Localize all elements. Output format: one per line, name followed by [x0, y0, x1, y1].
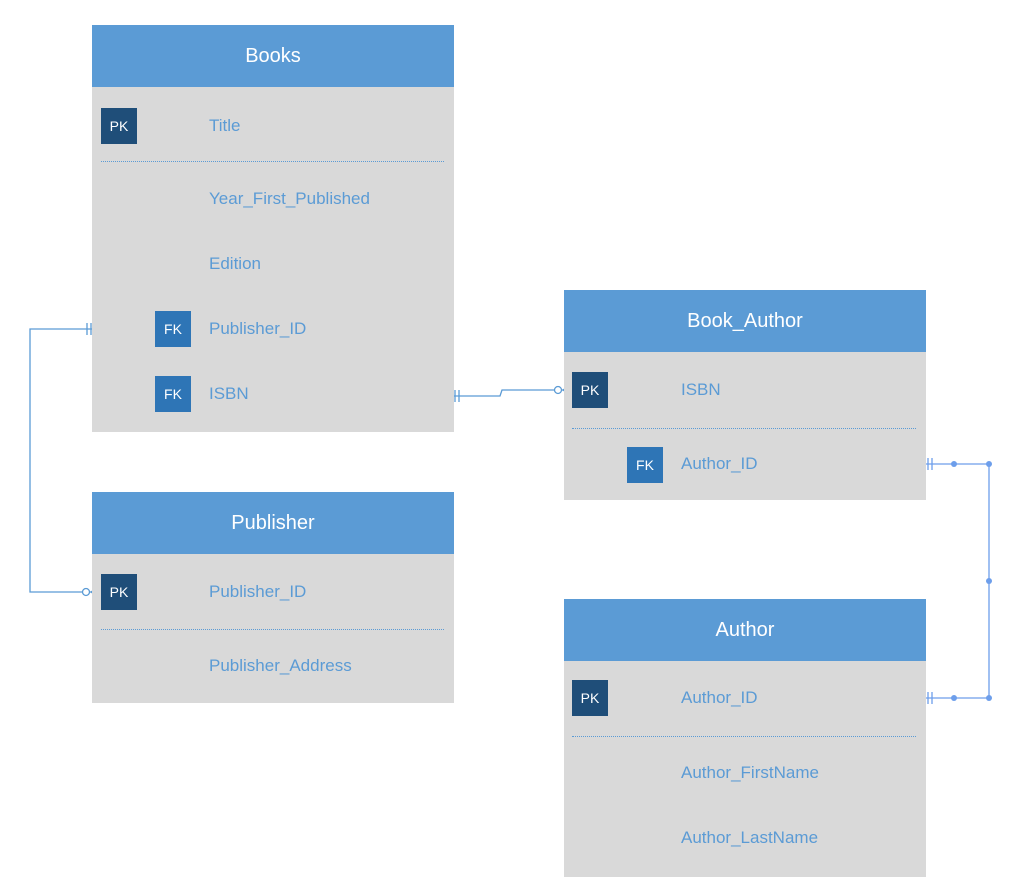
waypoint-handle[interactable]: [951, 461, 957, 467]
entity-author[interactable]: Author PK Author_ID Author_FirstName Aut…: [564, 599, 926, 877]
field-isbn[interactable]: ISBN: [209, 384, 249, 403]
field-year-first-published[interactable]: Year_First_Published: [209, 189, 370, 208]
zero-marker: [81, 587, 91, 597]
key-separator: [101, 161, 444, 162]
field-author-id[interactable]: Author_ID: [681, 688, 758, 707]
connector-books-publisher[interactable]: [29, 323, 101, 599]
connector-line[interactable]: [446, 389, 572, 397]
field-edition[interactable]: Edition: [209, 254, 261, 273]
key-separator: [101, 629, 444, 630]
field-author-firstname[interactable]: Author_FirstName: [681, 763, 819, 782]
waypoint-handle[interactable]: [986, 578, 992, 584]
entity-books[interactable]: Books PK Title Year_First_Published Edit…: [92, 25, 454, 432]
field-publisher-id[interactable]: Publisher_ID: [209, 319, 307, 338]
entity-publisher[interactable]: Publisher PK Publisher_ID Publisher_Addr…: [92, 492, 454, 703]
entity-book-author-title: Book_Author: [564, 290, 926, 352]
pk-badge: PK: [101, 574, 137, 610]
key-separator: [572, 428, 916, 429]
field-publisher-address[interactable]: Publisher_Address: [209, 656, 352, 675]
connector-books-bookauthor[interactable]: [446, 383, 573, 402]
entity-book-author[interactable]: Book_Author PK ISBN FK Author_ID: [564, 290, 926, 500]
field-title[interactable]: Title: [209, 116, 241, 135]
waypoint-handle[interactable]: [986, 695, 992, 701]
connector-line[interactable]: [29, 328, 100, 593]
pk-badge: PK: [572, 372, 608, 408]
entity-publisher-title: Publisher: [92, 492, 454, 554]
entity-books-title: Books: [92, 25, 454, 87]
connector-line[interactable]: [916, 463, 990, 699]
field-author-id[interactable]: Author_ID: [681, 454, 758, 473]
entity-author-title: Author: [564, 599, 926, 661]
field-publisher-id[interactable]: Publisher_ID: [209, 582, 307, 601]
pk-badge: PK: [572, 680, 608, 716]
waypoint-handle[interactable]: [986, 461, 992, 467]
key-separator: [572, 736, 916, 737]
fk-badge: FK: [155, 311, 191, 347]
fk-badge: FK: [627, 447, 663, 483]
waypoint-handle[interactable]: [951, 695, 957, 701]
field-author-lastname[interactable]: Author_LastName: [681, 828, 819, 847]
zero-marker: [553, 385, 563, 395]
pk-badge: PK: [101, 108, 137, 144]
fk-badge: FK: [155, 376, 191, 412]
field-isbn[interactable]: ISBN: [681, 380, 721, 399]
